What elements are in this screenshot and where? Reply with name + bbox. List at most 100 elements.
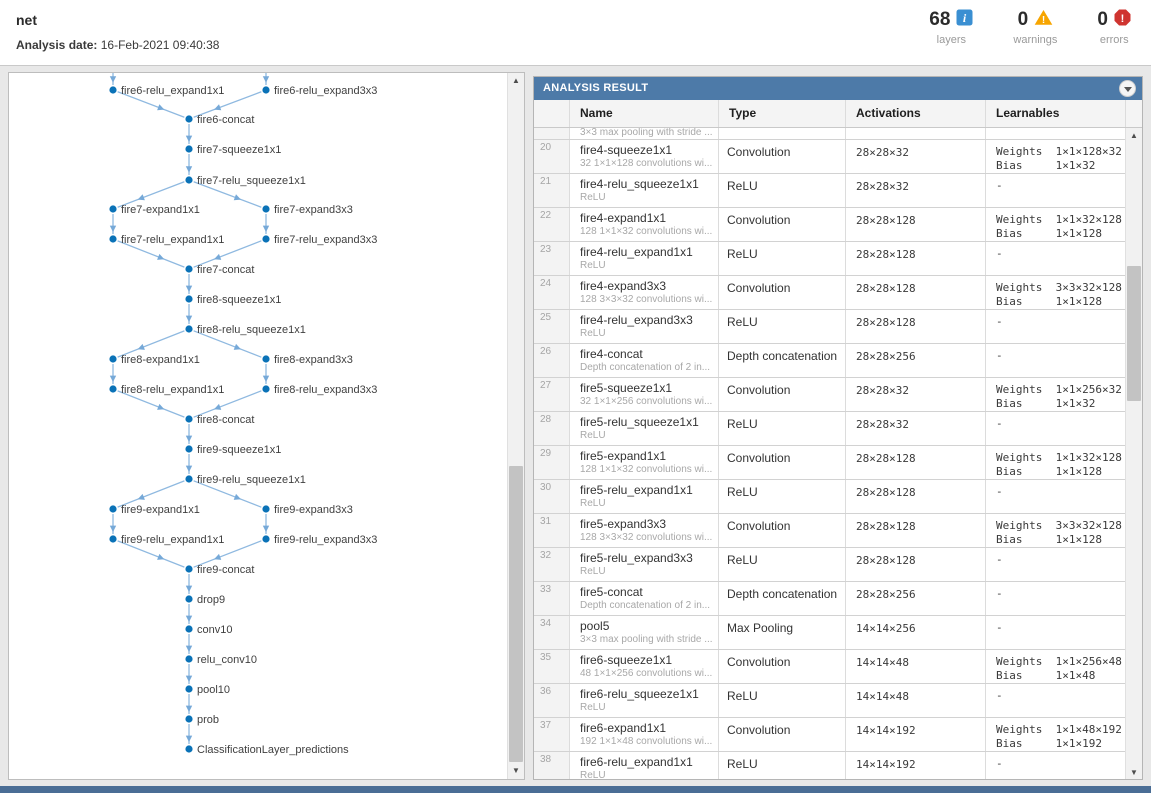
column-header-type[interactable]: Type (718, 100, 845, 127)
scroll-up-icon[interactable]: ▲ (512, 76, 520, 85)
layer-node-fire8-expand3x3[interactable] (262, 355, 270, 363)
cell-learnables: Weights 3×3×32×128 Bias 1×1×128 (985, 276, 1125, 309)
layer-node-fire8-squeeze1x1[interactable] (185, 295, 193, 303)
cell-learnables: - (985, 310, 1125, 343)
cell-learnables: - (985, 616, 1125, 649)
diagram-scrollbar-thumb[interactable] (509, 466, 523, 762)
layer-node-fire8-relu_expand1x1[interactable] (109, 385, 117, 393)
arrowhead-icon (185, 735, 193, 743)
layer-node-fire7-expand3x3[interactable] (262, 205, 270, 213)
layer-description: 128 3×3×32 convolutions wi... (580, 294, 713, 305)
layer-node-fire7-relu_expand1x1[interactable] (109, 235, 117, 243)
layer-node-fire9-relu_expand1x1[interactable] (109, 535, 117, 543)
layer-node-ClassificationLayer_predictions[interactable] (185, 745, 193, 753)
arrowhead-icon (109, 225, 117, 233)
layer-node-fire7-relu_squeeze1x1[interactable] (185, 176, 193, 184)
layer-node-label: fire9-squeeze1x1 (197, 444, 281, 456)
layer-node-fire6-relu_expand3x3[interactable] (262, 86, 270, 94)
svg-text:!: ! (1121, 13, 1125, 25)
layer-node-relu_conv10[interactable] (185, 655, 193, 663)
layer-node-label: fire9-concat (197, 564, 254, 576)
collapse-panel-button[interactable] (1119, 80, 1136, 97)
layer-description: ReLU (580, 566, 606, 577)
layer-node-fire9-relu_squeeze1x1[interactable] (185, 475, 193, 483)
cell-type: Convolution (718, 446, 845, 479)
stat-label: warnings (1013, 34, 1058, 46)
cell-learnables: - (985, 582, 1125, 615)
layer-node-fire9-expand1x1[interactable] (109, 505, 117, 513)
arrowhead-icon (214, 253, 222, 260)
layer-name: pool5 (580, 619, 610, 633)
table-row[interactable]: 3×3 max pooling with stride ... (534, 128, 1125, 140)
column-header-activations[interactable]: Activations (845, 100, 985, 127)
table-vertical-scrollbar[interactable]: ▲ ▼ (1125, 128, 1142, 779)
layer-node-pool10[interactable] (185, 685, 193, 693)
layer-node-fire9-expand3x3[interactable] (262, 505, 270, 513)
arrowhead-icon (185, 675, 193, 683)
layer-node-fire8-relu_squeeze1x1[interactable] (185, 325, 193, 333)
layer-node-fire8-relu_expand3x3[interactable] (262, 385, 270, 393)
layer-node-fire6-relu_expand1x1[interactable] (109, 86, 117, 94)
scroll-up-icon[interactable]: ▲ (1130, 131, 1138, 140)
cell-learnables: - (985, 752, 1125, 779)
layer-node-prob[interactable] (185, 715, 193, 723)
arrowhead-icon (233, 343, 241, 350)
layer-node-drop9[interactable] (185, 595, 193, 603)
cell-activations: 28×28×256 (845, 582, 985, 615)
arrowhead-icon (262, 525, 270, 533)
layer-node-fire7-expand1x1[interactable] (109, 205, 117, 213)
layer-node-fire9-squeeze1x1[interactable] (185, 445, 193, 453)
row-number: 30 (534, 480, 569, 513)
column-header-name[interactable]: Name (569, 100, 718, 127)
layer-node-fire8-expand1x1[interactable] (109, 355, 117, 363)
scroll-down-icon[interactable]: ▼ (512, 766, 520, 775)
column-header-learnables[interactable]: Learnables (985, 100, 1125, 127)
arrowhead-icon (233, 493, 241, 500)
layer-node-label: fire7-concat (197, 264, 254, 276)
layer-name: fire4-expand1x1 (580, 211, 667, 225)
table-scrollbar-thumb[interactable] (1127, 266, 1141, 401)
layer-node-fire7-squeeze1x1[interactable] (185, 145, 193, 153)
layer-node-label: fire7-expand3x3 (274, 204, 353, 216)
layer-node-fire9-relu_expand3x3[interactable] (262, 535, 270, 543)
arrowhead-icon (157, 553, 165, 560)
cell-activations: 28×28×128 (845, 514, 985, 547)
layer-node-fire8-concat[interactable] (185, 415, 193, 423)
cell-activations: 14×14×192 (845, 718, 985, 751)
scroll-down-icon[interactable]: ▼ (1130, 768, 1138, 777)
diagram-vertical-scrollbar[interactable]: ▲ ▼ (507, 73, 524, 779)
layer-node-fire7-relu_expand3x3[interactable] (262, 235, 270, 243)
error-icon: ! (1114, 9, 1131, 31)
layer-node-fire7-concat[interactable] (185, 265, 193, 273)
layer-node-conv10[interactable] (185, 625, 193, 633)
cell-type: Convolution (718, 140, 845, 173)
layer-node-fire9-concat[interactable] (185, 565, 193, 573)
edge (193, 540, 262, 568)
layer-node-fire6-concat[interactable] (185, 115, 193, 123)
cell-type: ReLU (718, 242, 845, 275)
